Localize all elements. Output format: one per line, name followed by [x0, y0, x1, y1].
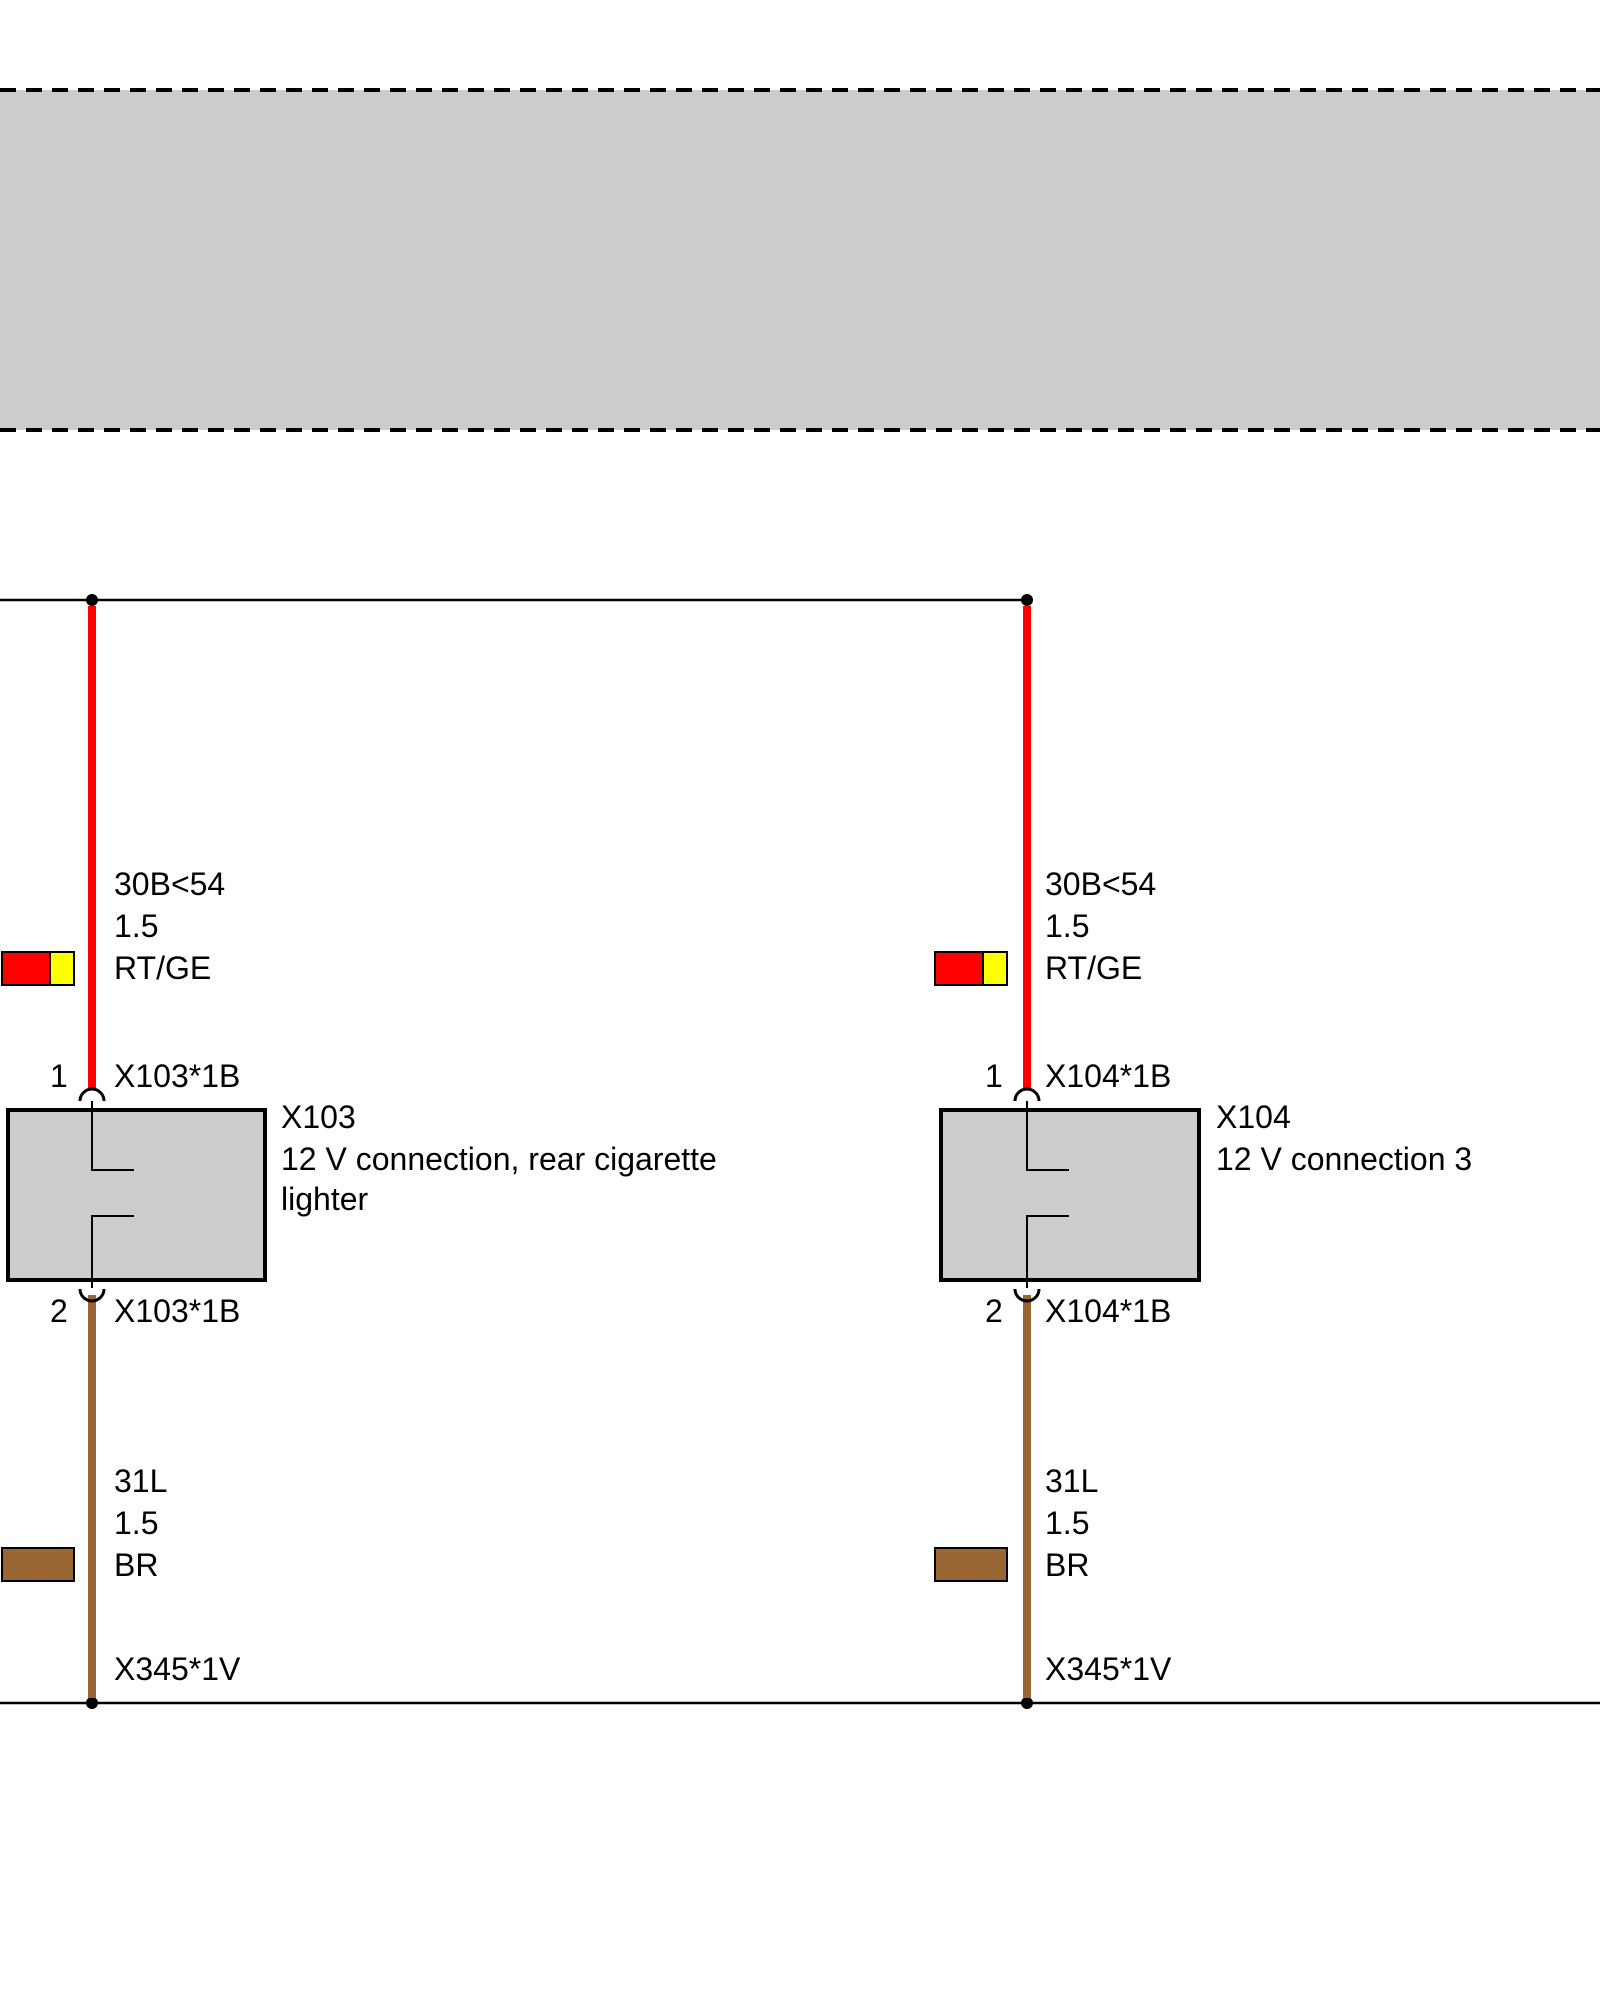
pin-top-cap-x104 — [1013, 1087, 1041, 1102]
switch-contact-upper-x103 — [91, 1101, 134, 1171]
pin-bottom-cap-x104 — [1013, 1288, 1041, 1303]
supply-size-x104: 1.5 — [1045, 908, 1089, 944]
ground-signal-x103: 31L — [114, 1463, 167, 1499]
supply-color-code-x104: RT/GE — [1045, 950, 1142, 986]
component-x103: 30B<54 1.5 RT/GE 1 X103*1B X103 12 V con… — [1, 606, 717, 1698]
pin-bottom-connector-x104: X104*1B — [1045, 1293, 1171, 1329]
switch-contact-lower-x104 — [1026, 1215, 1069, 1288]
pin-bottom-connector-x103: X103*1B — [114, 1293, 240, 1329]
ground-color-code-x103: BR — [114, 1547, 158, 1583]
ground-connector-x104: X345*1V — [1045, 1651, 1172, 1687]
component-name-x104: 12 V connection 3 — [1216, 1141, 1472, 1177]
control-module-box — [0, 90, 1600, 430]
pin-bottom-cap-x103 — [78, 1288, 106, 1303]
pin-top-number-x104: 1 — [985, 1058, 1003, 1094]
switch-contact-lower-x103 — [91, 1215, 134, 1288]
supply-node-right — [1021, 594, 1033, 606]
ground-signal-x104: 31L — [1045, 1463, 1098, 1499]
pin-top-connector-x103: X103*1B — [114, 1058, 240, 1094]
supply-signal-x104: 30B<54 — [1045, 866, 1156, 902]
supply-node-left — [86, 594, 98, 606]
switch-contact-upper-x104 — [1026, 1101, 1069, 1171]
ground-node-right — [1021, 1697, 1033, 1709]
component-name-line2-x103: lighter — [281, 1181, 369, 1217]
color-swatch-red-x104 — [934, 951, 984, 986]
pin-top-number-x103: 1 — [50, 1058, 68, 1094]
component-x104: 30B<54 1.5 RT/GE 1 X104*1B X104 12 V con… — [934, 606, 1472, 1698]
supply-size-x103: 1.5 — [114, 908, 158, 944]
component-box-x104[interactable] — [939, 1108, 1201, 1282]
component-id-x104: X104 — [1216, 1099, 1291, 1135]
ground-size-x104: 1.5 — [1045, 1505, 1089, 1541]
color-swatch-brown-x103 — [1, 1547, 75, 1582]
pin-bottom-number-x104: 2 — [985, 1293, 1003, 1329]
color-swatch-yellow-x104 — [982, 951, 1008, 986]
supply-signal-x103: 30B<54 — [114, 866, 225, 902]
pin-top-connector-x104: X104*1B — [1045, 1058, 1171, 1094]
pin-top-cap-x103 — [78, 1087, 106, 1102]
supply-color-code-x103: RT/GE — [114, 950, 211, 986]
component-box-x103[interactable] — [6, 1108, 267, 1282]
ground-size-x103: 1.5 — [114, 1505, 158, 1541]
component-name-x103: 12 V connection, rear cigarette — [281, 1141, 717, 1177]
ground-color-code-x104: BR — [1045, 1547, 1089, 1583]
color-swatch-yellow-x103 — [49, 951, 75, 986]
color-swatch-red-x103 — [1, 951, 51, 986]
pin-bottom-number-x103: 2 — [50, 1293, 68, 1329]
ground-node-left — [86, 1697, 98, 1709]
ground-connector-x103: X345*1V — [114, 1651, 241, 1687]
color-swatch-brown-x104 — [934, 1547, 1008, 1582]
component-id-x103: X103 — [281, 1099, 356, 1135]
